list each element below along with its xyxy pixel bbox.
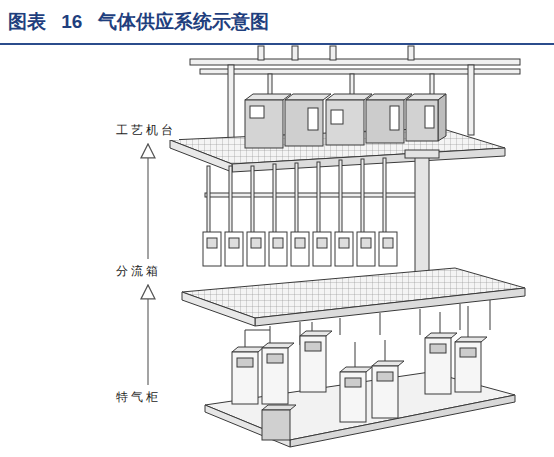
bottom-level [205, 306, 515, 447]
level-name: 分流箱 [116, 265, 161, 279]
level-label: 工艺机台 [113, 122, 179, 140]
level-name: 特气柜 [116, 391, 161, 405]
top-level [170, 46, 520, 172]
flow-arrow [147, 144, 148, 259]
level-name: 工艺机台 [116, 124, 176, 138]
level-label: 分流箱 [113, 263, 164, 281]
title-rule [0, 43, 554, 45]
flow-arrow [147, 285, 148, 385]
middle-level [182, 150, 525, 350]
level-label: 特气柜 [113, 389, 164, 407]
figure-title: 图表 16 气体供应系统示意图 [8, 9, 269, 35]
